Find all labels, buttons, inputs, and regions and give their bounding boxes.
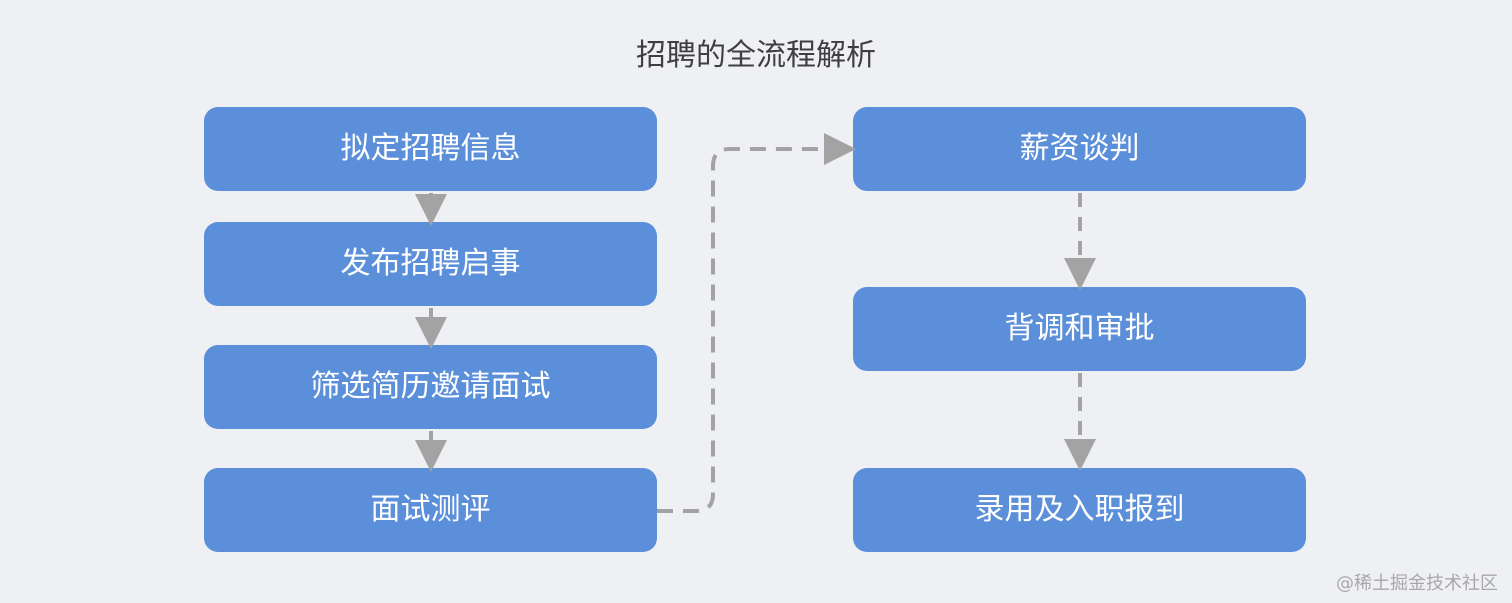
step-box-interview-assessment: 面试测评: [204, 468, 657, 552]
step-box-background-check-approval: 背调和审批: [853, 287, 1306, 371]
step-box-draft-recruitment-info: 拟定招聘信息: [204, 107, 657, 191]
step-box-salary-negotiation: 薪资谈判: [853, 107, 1306, 191]
watermark-text: @稀土掘金技术社区: [1336, 573, 1498, 594]
step-box-hire-and-onboarding: 录用及入职报到: [853, 468, 1306, 552]
step-box-publish-job-posting: 发布招聘启事: [204, 222, 657, 306]
step-box-screen-resumes-invite-interview: 筛选简历邀请面试: [204, 345, 657, 429]
diagram-title: 招聘的全流程解析: [636, 38, 876, 73]
arrow-step4-to-step5: [657, 133, 856, 513]
